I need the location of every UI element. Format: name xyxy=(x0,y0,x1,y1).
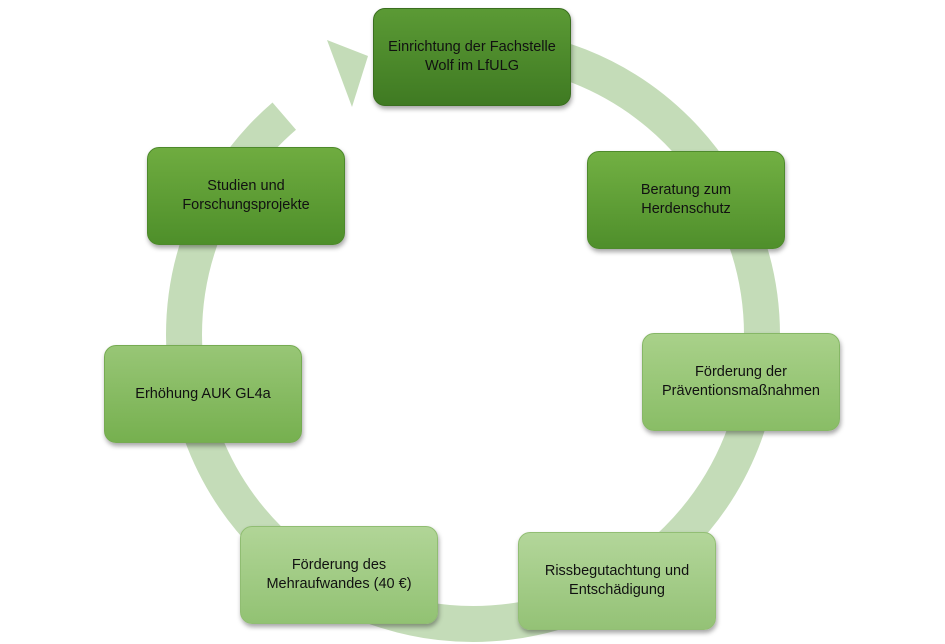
node-auk: Erhöhung AUK GL4a xyxy=(104,345,302,443)
node-rissbegutachtung: Rissbegutachtung und Entschädigung xyxy=(518,532,716,630)
node-praevention: Förderung der Präventionsmaßnahmen xyxy=(642,333,840,431)
node-studien: Studien und Forschungsprojekte xyxy=(147,147,345,245)
cycle-arrowhead xyxy=(327,40,368,107)
node-beratung: Beratung zum Herdenschutz xyxy=(587,151,785,249)
node-mehraufwand: Förderung des Mehraufwandes (40 €) xyxy=(240,526,438,624)
node-fachstelle: Einrichtung der Fachstelle Wolf im LfULG xyxy=(373,8,571,106)
